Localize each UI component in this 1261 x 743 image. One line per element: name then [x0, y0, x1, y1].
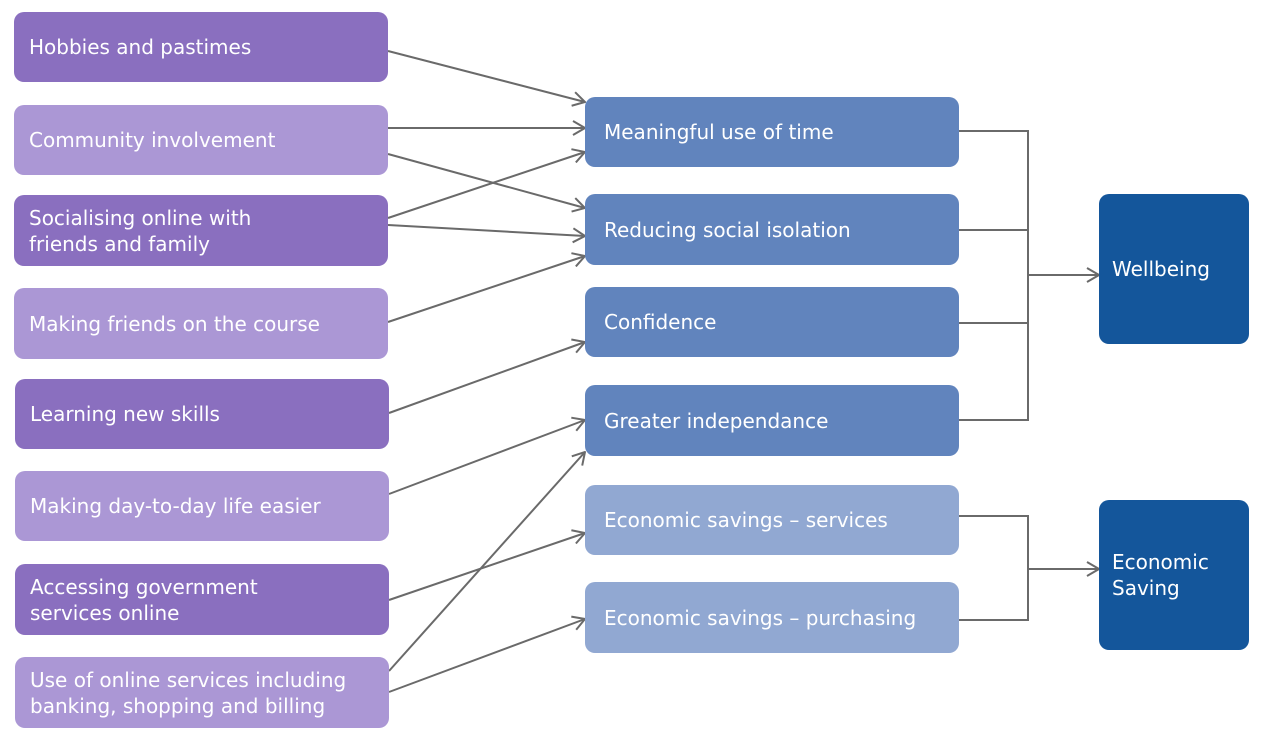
- outcome-label: Economic savings – purchasing: [604, 605, 917, 630]
- outcome-confidence: Confidence: [585, 287, 959, 357]
- outcome-label: Reducing social isolation: [604, 217, 851, 242]
- activity-label: Learning new skills: [30, 402, 220, 426]
- outcome-label: Meaningful use of time: [604, 120, 834, 144]
- connector-arrow: [387, 224, 585, 236]
- connector-arrow: [388, 342, 585, 414]
- impact-economic-saving: Economic Saving: [1099, 500, 1249, 650]
- outcome-reducing-social-isolation: Reducing social isolation: [585, 194, 959, 265]
- activity-label: Use of online services including banking…: [30, 667, 347, 718]
- activity-use-of-online-services: Use of online services including banking…: [15, 657, 389, 728]
- activity-label: Socialising online with friends and fami…: [29, 205, 252, 256]
- activity-label: Community involvement: [29, 128, 276, 152]
- outcome-meaningful-use-of-time: Meaningful use of time: [585, 97, 959, 167]
- activity-hobbies-and-pastimes: Hobbies and pastimes: [14, 12, 388, 82]
- activity-label: Accessing government services online: [30, 574, 258, 625]
- activity-making-friends-on-course: Making friends on the course: [14, 288, 388, 359]
- activity-accessing-government-services: Accessing government services online: [15, 564, 389, 635]
- activity-learning-new-skills: Learning new skills: [15, 379, 389, 449]
- outcome-label: Greater independance: [604, 408, 829, 433]
- activity-label: Making friends on the course: [29, 311, 320, 336]
- connector-arrow: [387, 50, 585, 102]
- connector-arrow: [388, 619, 585, 693]
- activity-socialising-online: Socialising online with friends and fami…: [14, 195, 388, 266]
- activity-label: Making day-to-day life easier: [30, 494, 321, 518]
- impact-wellbeing: Wellbeing: [1099, 194, 1249, 344]
- connector-arrow: [388, 533, 585, 601]
- connector-arrow: [387, 152, 585, 219]
- activity-community-involvement: Community involvement: [14, 105, 388, 175]
- connector-arrow: [387, 256, 585, 323]
- outcome-label: Confidence: [604, 310, 717, 334]
- outcome-economic-savings-services: Economic savings – services: [585, 485, 959, 555]
- connector-arrow: [388, 452, 585, 672]
- connector-arrow: [388, 420, 585, 495]
- impact-label: Economic Saving: [1112, 550, 1209, 600]
- outcome-economic-savings-purchasing: Economic savings – purchasing: [585, 582, 959, 653]
- outcome-greater-independance: Greater independance: [585, 385, 959, 456]
- outcome-label: Economic savings – services: [604, 508, 888, 532]
- connector-arrow: [387, 153, 585, 208]
- activity-making-day-to-day-life-easier: Making day-to-day life easier: [15, 471, 389, 541]
- activity-label: Hobbies and pastimes: [29, 35, 252, 59]
- impact-label: Wellbeing: [1112, 257, 1210, 281]
